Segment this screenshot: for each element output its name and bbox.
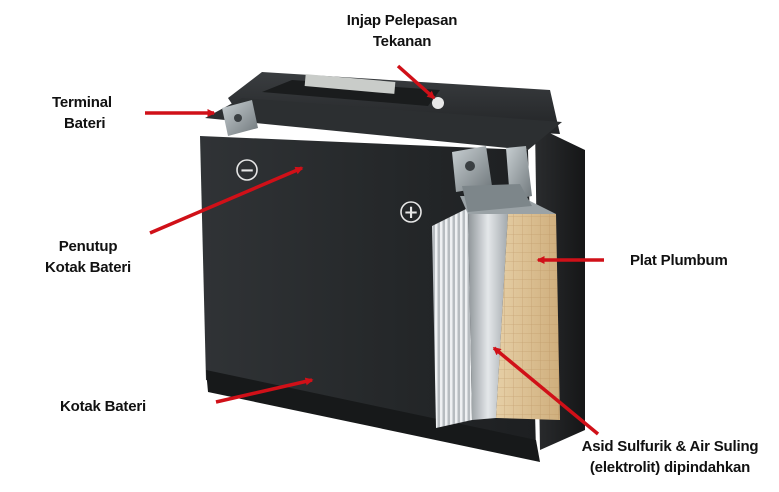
lead-plate-grid	[496, 214, 560, 420]
arrow-case	[215, 377, 314, 404]
label-terminal-line1: Terminal	[52, 94, 112, 111]
separator-sheet	[468, 208, 508, 420]
arrow-valve	[396, 64, 436, 100]
label-lead-plate: Plat Plumbum	[630, 250, 728, 271]
arrow-acid	[492, 346, 600, 436]
pressure-relief-valve	[432, 97, 444, 109]
label-battery-case: Kotak Bateri	[60, 396, 146, 417]
label-valve-line1: Injap Pelepasan	[346, 12, 458, 29]
positive-terminal	[452, 146, 532, 212]
battery-lid	[205, 98, 562, 150]
negative-symbol-ring	[236, 159, 258, 181]
negative-terminal	[222, 100, 258, 136]
negative-symbol: −	[239, 160, 254, 181]
label-case-line1: Kotak Bateri	[60, 398, 146, 415]
label-acid-line1: Asid Sulfurik & Air Suling	[581, 438, 759, 455]
positive-symbol: +	[403, 202, 418, 223]
label-battery-lid: Penutup Kotak Bateri	[30, 236, 146, 278]
label-pressure-relief-valve: Injap Pelepasan Tekanan	[322, 10, 482, 52]
battery-case-base	[206, 370, 540, 462]
label-lid-line1: Penutup	[58, 238, 118, 255]
label-acid-line2: (elektrolit) dipindahkan	[589, 459, 751, 476]
label-terminal-line2: Bateri	[64, 115, 106, 132]
label-plates-line1: Plat Plumbum	[630, 252, 728, 269]
lid-label-plate	[304, 74, 396, 94]
vent-strip	[262, 80, 440, 106]
positive-symbol-ring	[400, 201, 422, 223]
label-lid-line2: Kotak Bateri	[45, 259, 131, 276]
plate-stack	[432, 208, 472, 428]
label-valve-line2: Tekanan	[372, 33, 432, 50]
arrow-lid	[149, 166, 304, 235]
label-electrolyte: Asid Sulfurik & Air Suling (elektrolit) …	[566, 436, 774, 478]
label-battery-terminal: Terminal Bateri	[52, 92, 112, 134]
